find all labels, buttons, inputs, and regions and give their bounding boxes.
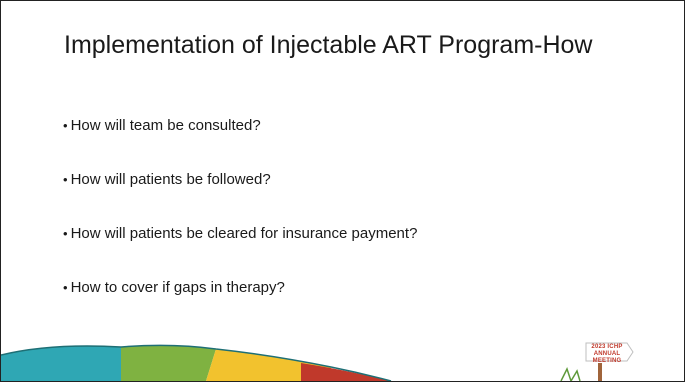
logo-line-2: ANNUAL MEETING xyxy=(592,351,622,364)
bullet-marker: • xyxy=(63,226,68,241)
footer-green-band xyxy=(121,345,216,381)
footer-grass-icon xyxy=(560,367,581,381)
footer-decoration xyxy=(1,341,684,381)
bullet-text: How to cover if gaps in therapy? xyxy=(70,279,285,296)
footer-yellow-band xyxy=(206,349,331,381)
footer-banner-art xyxy=(1,344,602,381)
footer-teal-band xyxy=(1,346,121,381)
footer-red-band xyxy=(301,363,391,381)
bullet-marker: • xyxy=(63,280,68,295)
bullet-item: •How to cover if gaps in therapy? xyxy=(63,279,285,296)
logo-text: 2023 ICHP ANNUAL MEETING xyxy=(585,344,629,365)
bullet-text: How will patients be followed? xyxy=(70,171,271,188)
bullet-item: •How will patients be cleared for insura… xyxy=(63,225,417,242)
sign-post xyxy=(598,363,602,381)
signpost-arrow-icon xyxy=(585,342,634,362)
bullet-text: How will team be consulted? xyxy=(70,117,261,134)
bullet-text: How will patients be cleared for insuran… xyxy=(70,225,418,242)
bullet-marker: • xyxy=(63,172,68,187)
bullet-marker: • xyxy=(63,118,68,133)
annual-meeting-logo: 2023 ICHP ANNUAL MEETING xyxy=(585,341,635,365)
bullet-item: •How will team be consulted? xyxy=(63,117,261,134)
footer-wave-line xyxy=(1,344,392,381)
bullet-item: •How will patients be followed? xyxy=(63,171,271,188)
slide-title: Implementation of Injectable ART Program… xyxy=(64,31,593,59)
logo-line-1: 2023 ICHP xyxy=(591,344,623,350)
